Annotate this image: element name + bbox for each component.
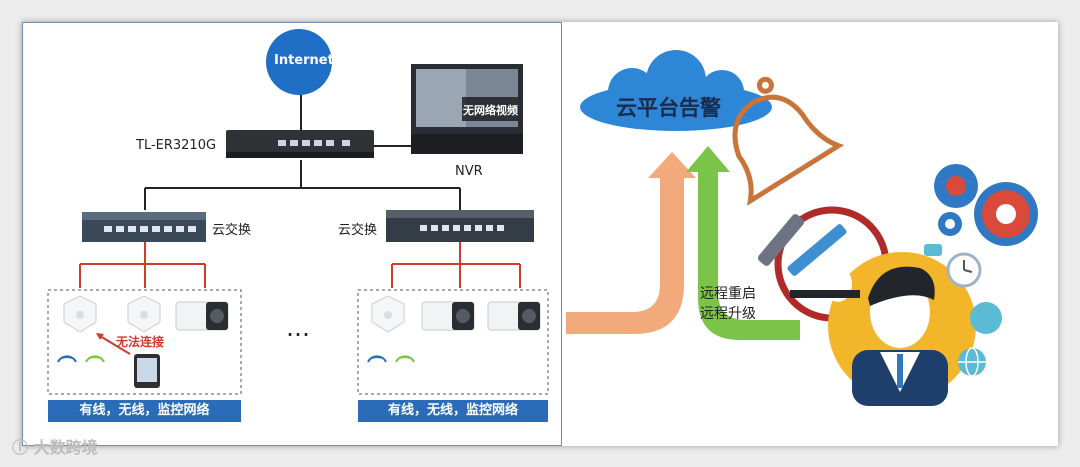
alarm-bell-icon	[732, 76, 845, 206]
bullet-camera-icon	[175, 301, 229, 331]
chat-bubble-icon	[924, 244, 942, 256]
watermark: ⓛ 大数跨境	[12, 434, 98, 458]
gears-icon	[934, 164, 1038, 246]
bullet-camera-icon	[487, 301, 541, 331]
warning-arrow	[99, 335, 131, 355]
remote-upgrade-label: 远程升级	[700, 306, 756, 322]
device-group-right	[357, 289, 549, 395]
switch-right-label: 云交换	[338, 223, 378, 238]
internet-label: Internet	[274, 53, 334, 68]
technician-icon	[790, 252, 976, 406]
cloud-icon	[580, 50, 772, 131]
watermark-text: 大数跨境	[33, 438, 98, 457]
ellipsis: …	[286, 314, 313, 342]
remote-control-arrow	[686, 146, 800, 340]
nvr-label: NVR	[455, 164, 483, 179]
red-links-right	[391, 242, 521, 288]
telephone-icon	[970, 302, 1002, 334]
internet-globe-icon	[266, 29, 332, 95]
switch-left-label: 云交换	[212, 223, 252, 238]
wifi-signal-icon	[57, 355, 105, 363]
cloud-alarm-label: 云平台告警	[616, 96, 721, 120]
remote-restart-label: 远程重启	[700, 286, 756, 302]
switch-right-icon	[386, 210, 534, 242]
watermark-logo-icon: ⓛ	[12, 438, 34, 457]
nvr-monitor-icon	[411, 64, 523, 154]
access-point-icon	[371, 295, 405, 333]
router-icon	[226, 130, 374, 158]
smartphone-icon	[134, 354, 160, 388]
wifi-signal-icon	[367, 355, 415, 363]
globe-icon	[958, 347, 986, 377]
clock-icon	[946, 252, 982, 288]
device-group-left	[47, 289, 242, 395]
phone-warning-label: 无法连接	[116, 335, 165, 349]
access-point-icon	[127, 295, 161, 333]
alarm-upload-arrow	[566, 152, 696, 334]
bullet-camera-icon	[421, 301, 475, 331]
switch-left-icon	[82, 212, 206, 242]
network-label-right: 有线，无线，监控网络	[358, 400, 548, 422]
network-label-left: 有线，无线，监控网络	[48, 400, 241, 422]
nvr-screen-text: 无网络视频	[463, 104, 518, 117]
access-point-icon	[63, 295, 97, 333]
router-label: TL-ER3210G	[136, 138, 217, 153]
red-links-left	[79, 242, 206, 288]
